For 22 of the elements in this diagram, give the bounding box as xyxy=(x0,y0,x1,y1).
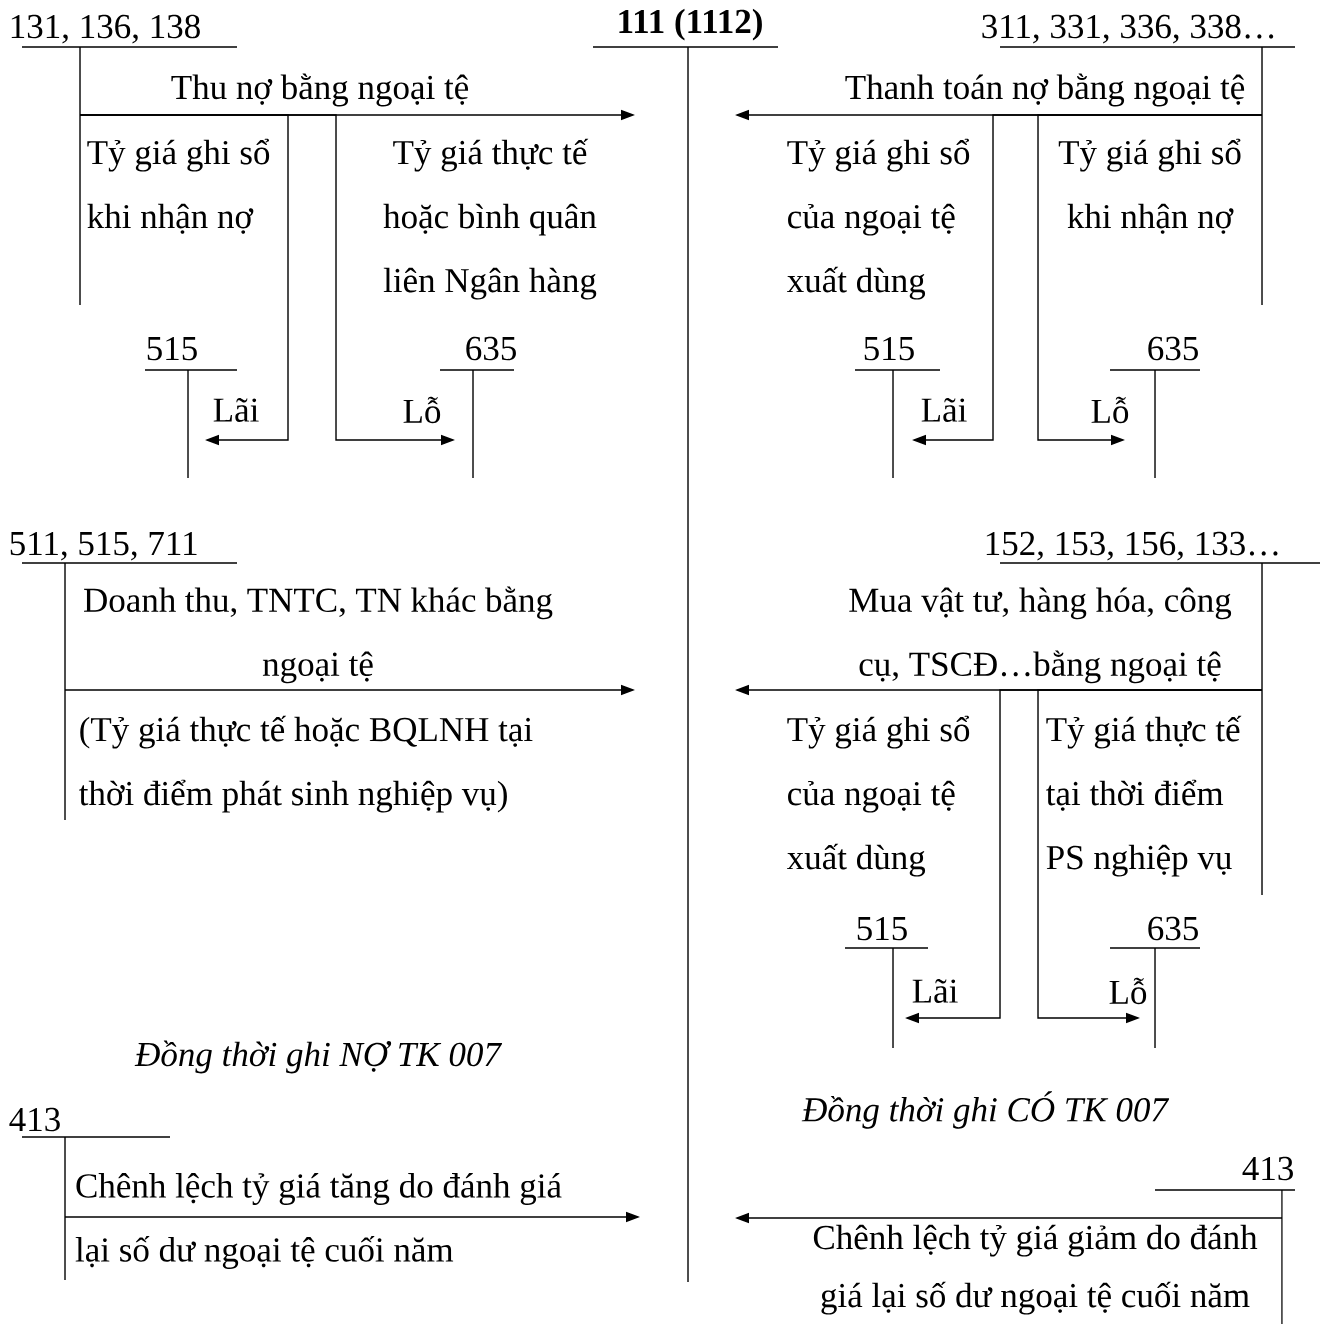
edge-label: Thanh toán nợ bằng ngoại tệ xyxy=(845,73,1245,107)
edge-label: Lỗ xyxy=(403,396,441,424)
note-text: Tỷ giá ghi sổ khi nhận nợ xyxy=(1058,138,1241,234)
edge-label: Lãi xyxy=(912,979,958,1003)
note-text: Tỷ giá ghi sổ của ngoại tệ xuất dùng xyxy=(787,138,970,300)
edge-label: Lãi xyxy=(921,398,967,422)
note-text: (Tỷ giá thực tế hoặc BQLNH tại thời điểm phát sinh nghiệp vụ) xyxy=(79,715,533,813)
note-text: Tỷ giá thực tế hoặc bình quân liên Ngân hàng xyxy=(383,138,597,300)
note-text: Tỷ giá ghi sổ của ngoại tệ xuất dùng xyxy=(787,715,970,877)
edge-label: Chênh lệch tỷ giá tăng do đánh giá lại số dư ngoại tệ cuối năm xyxy=(75,1173,562,1269)
edge-label: Doanh thu, TNTC, TN khác bằng ngoại tệ xyxy=(84,586,553,684)
edge-label: Lỗ xyxy=(1091,396,1129,424)
note-text: Đồng thời ghi CÓ TK 007 xyxy=(801,1091,1170,1129)
note-text: Tỷ giá thực tế tại thời điểm PS nghiệp vụ xyxy=(1046,715,1242,877)
note-text: Đồng thời ghi NỢ TK 007 xyxy=(134,1040,503,1074)
edge-label: Lãi xyxy=(213,398,259,422)
edge-label: Mua vật tư, hàng hóa, công cụ, TSCĐ…bằng ngoại tệ xyxy=(849,587,1232,684)
edge-label: Chênh lệch tỷ giá giảm do đánh giá lại số dư ngoại tệ cuối năm xyxy=(813,1224,1258,1315)
edge-label: Thu nợ bằng ngoại tệ xyxy=(171,73,469,107)
note-text: Tỷ giá ghi sổ khi nhận nợ xyxy=(87,138,270,234)
t-account: 635 xyxy=(439,336,516,479)
edge-label: Lỗ xyxy=(1109,977,1147,1005)
